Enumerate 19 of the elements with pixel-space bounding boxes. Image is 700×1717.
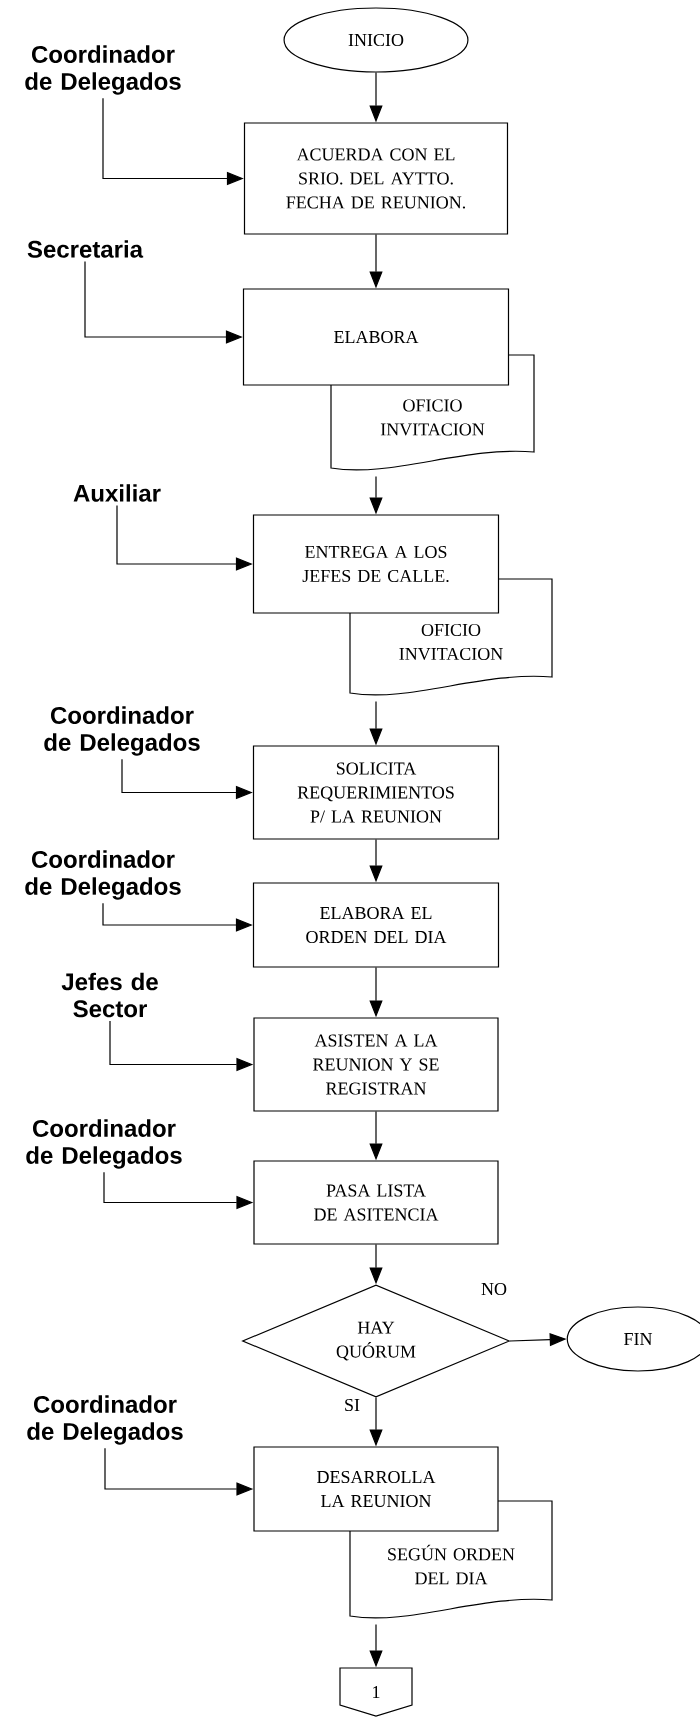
process-box: ELABORA xyxy=(242,288,510,386)
process-box: DESARROLLA LA REUNION xyxy=(253,1446,499,1532)
terminal-oval: INICIO xyxy=(283,7,469,73)
process-box: ELABORA EL ORDEN DEL DIA xyxy=(252,882,500,968)
process-box: PASA LISTA DE ASITENCIA xyxy=(253,1160,499,1245)
role-label: Jefes de Sector xyxy=(61,972,158,1018)
role-label: Auxiliar xyxy=(73,484,161,502)
process-box: ACUERDA CON EL SRIO. DEL AYTTO. FECHA DE REUNION. xyxy=(243,122,509,235)
role-label: Coordinador de Delegados xyxy=(25,850,181,900)
role-label: Secretaria xyxy=(27,240,144,258)
process-box: ENTREGA A LOS JEFES DE CALLE. xyxy=(252,514,500,614)
process-box: ASISTEN A LA REUNION Y SE REGISTRAN xyxy=(253,1017,499,1112)
role-label: Coordinador de Delegados xyxy=(26,1119,182,1169)
role-label: Coordinador de Delegados xyxy=(25,45,181,95)
process-box: SOLICITA REQUERIMIENTOS P/ LA REUNION xyxy=(252,745,500,840)
role-label: Coordinador de Delegados xyxy=(44,706,200,756)
page-connector: 1 xyxy=(339,1667,413,1717)
edge-label: SI xyxy=(342,1396,362,1414)
role-label: Coordinador de Delegados xyxy=(27,1395,183,1445)
